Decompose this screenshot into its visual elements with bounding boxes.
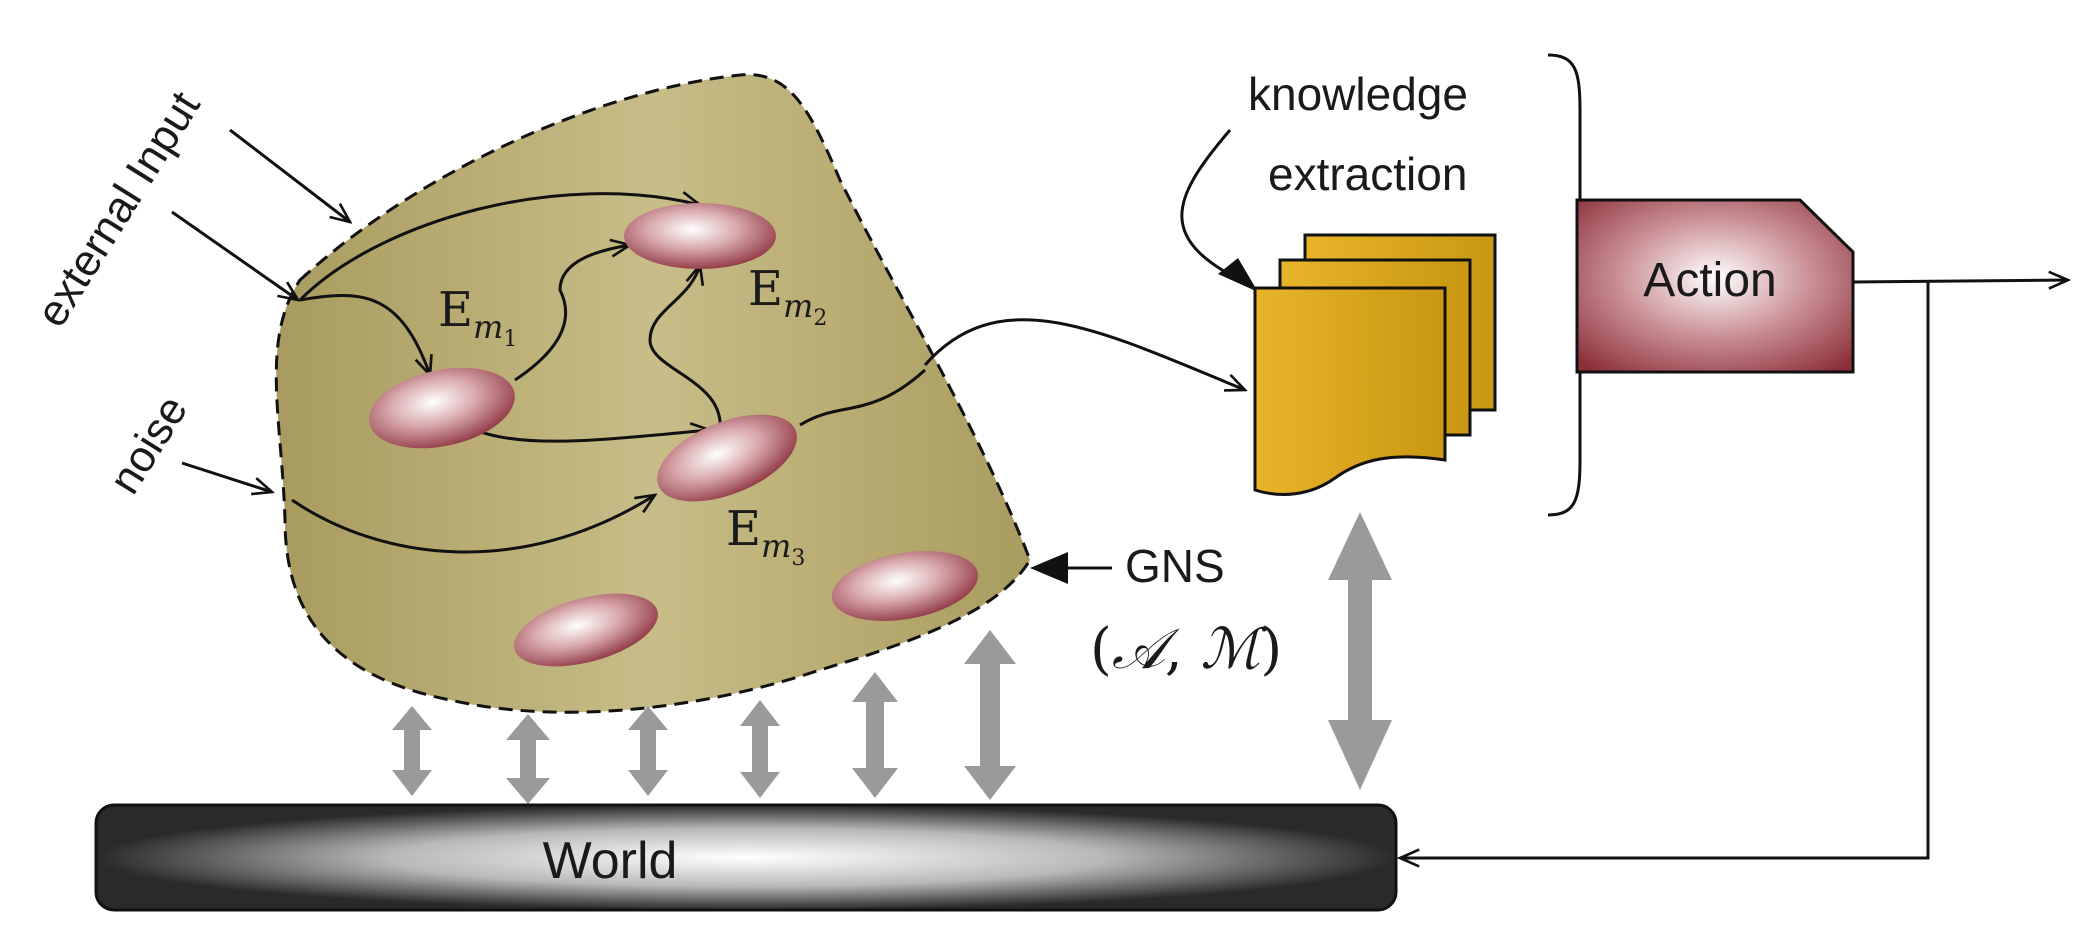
noise-arrow [181, 461, 272, 492]
external-input-arrow-1 [229, 128, 350, 222]
arrow-input-to-em1 [299, 294, 430, 375]
label-em1: Em1 [438, 282, 517, 352]
double-arrow-3 [628, 706, 668, 796]
arrow-region-to-knowledge [923, 318, 1245, 390]
double-arrow-1 [392, 706, 432, 796]
modules [369, 203, 979, 667]
knowledge-documents [1253, 233, 1497, 496]
module-em1 [369, 367, 515, 449]
document-front [1253, 286, 1447, 496]
external-input-arrows [171, 128, 350, 300]
world-links [392, 512, 1392, 804]
feedback-line [1400, 282, 1930, 858]
gns-arrowhead [1030, 552, 1068, 584]
arrow-em1-to-em2 [514, 245, 630, 382]
label-em3: Em3 [726, 501, 805, 571]
arrow-em3-out [799, 368, 927, 427]
action-label: Action [1643, 254, 1776, 307]
world-label: World [543, 832, 678, 890]
arrow-top-to-em2 [298, 194, 700, 302]
world-bar [94, 803, 1398, 912]
action-output-arrow [1852, 280, 2068, 282]
action-box [1575, 198, 1855, 374]
knowledge-pointer-arrow [1180, 129, 1251, 287]
double-arrow-2 [506, 714, 550, 804]
knowledge-label-line2: extraction [1268, 148, 1467, 200]
knowledge-label-line1: knowledge [1248, 68, 1468, 120]
external-input-label: external Input [27, 83, 210, 335]
flow-arrows [291, 194, 1245, 554]
double-arrow-6 [964, 630, 1016, 800]
double-arrow-knowledge [1328, 512, 1392, 790]
module-em2 [624, 203, 776, 269]
noise-label: noise [100, 387, 197, 502]
double-arrow-5 [852, 672, 898, 798]
double-arrow-4 [740, 700, 780, 798]
external-input-arrow-2 [171, 210, 298, 300]
module-em3 [657, 414, 797, 502]
arrow-em1-to-em3 [469, 428, 710, 443]
label-em2: Em2 [748, 261, 827, 331]
action-output [1400, 280, 2068, 858]
arrow-em3-to-em2 [648, 265, 722, 431]
arrow-noise-to-em3 [291, 495, 655, 554]
module-unnamed-1 [514, 593, 658, 667]
knowledge-pointer-head [1218, 258, 1258, 292]
gns-annotation: GNS (𝒜, ℳ) [1030, 540, 1282, 682]
gns-label: GNS [1125, 540, 1225, 592]
module-unnamed-2 [831, 551, 979, 621]
gns-formula: (𝒜, ℳ) [1090, 617, 1282, 682]
